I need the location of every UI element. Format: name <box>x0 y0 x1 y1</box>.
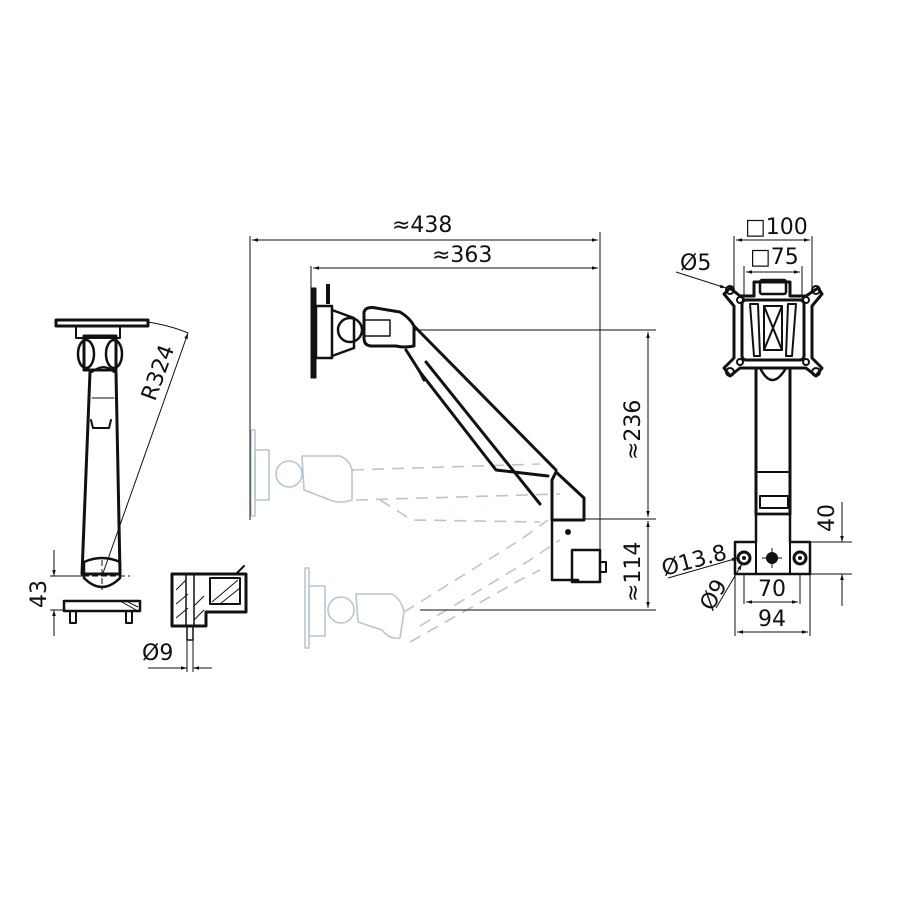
height-above-label: ≈236 <box>621 400 646 460</box>
screw-hole-label: Ø5 <box>680 251 711 276</box>
base-height-label: 43 <box>27 580 52 608</box>
base-height-label-front: 40 <box>815 504 840 532</box>
hole-spacing-label: 70 <box>758 577 786 602</box>
overall-length-label: ≈438 <box>392 213 452 238</box>
front-view: □100 □75 Ø5 40 Ø13.8 Ø9 70 94 <box>659 215 852 636</box>
side-view: R324 43 <box>27 318 189 636</box>
height-below-label: ≈114 <box>621 542 646 602</box>
clamp-bolt-diameter-label: Ø9 <box>142 641 173 666</box>
vesa-small-label: □75 <box>750 245 799 270</box>
base-width-label: 94 <box>758 607 786 632</box>
clamp-section-detail: Ø9 <box>142 565 248 672</box>
alternate-arm-positions <box>250 429 561 649</box>
vesa-large-label: □100 <box>745 215 808 240</box>
base-hole-outer-label: Ø13.8 <box>659 540 730 581</box>
arm-length-label: ≈363 <box>432 243 492 268</box>
base-hole-inner-label: Ø9 <box>696 575 733 615</box>
main-arm-view: ≈438 ≈363 ≈236 ≈114 <box>249 213 656 611</box>
